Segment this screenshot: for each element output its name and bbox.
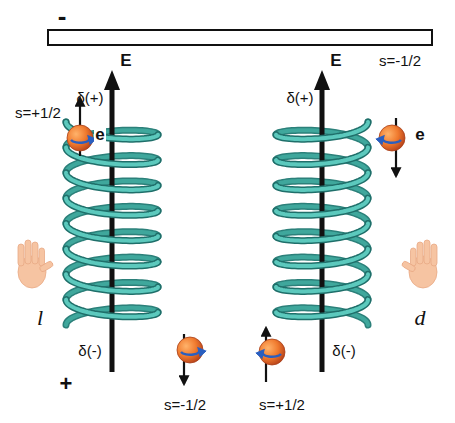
helix-coil bbox=[66, 224, 158, 241]
polarity-sign: - bbox=[58, 3, 67, 29]
helix-coil bbox=[66, 300, 158, 317]
electron bbox=[177, 337, 203, 363]
helix-coil bbox=[66, 249, 158, 266]
helix-coil bbox=[276, 147, 368, 164]
helix-coil bbox=[66, 300, 158, 317]
helix-coil bbox=[276, 224, 368, 241]
helix-coil bbox=[276, 274, 368, 291]
helix-coil bbox=[276, 173, 368, 190]
helix-coil bbox=[66, 274, 158, 291]
rotation-arrow bbox=[382, 137, 401, 143]
field-label: E bbox=[120, 52, 131, 69]
helix-coil bbox=[276, 274, 368, 291]
field-arrow bbox=[320, 86, 325, 372]
field-arrowhead bbox=[314, 70, 330, 90]
helix-coil bbox=[276, 300, 368, 317]
spin-label: s=-1/2 bbox=[164, 397, 206, 412]
helix-coil bbox=[276, 147, 368, 164]
spin-label: s=+1/2 bbox=[259, 397, 305, 412]
electron bbox=[67, 125, 93, 151]
charge-label: δ(+) bbox=[76, 90, 103, 105]
field-arrows bbox=[104, 70, 330, 372]
chirality-label: d bbox=[415, 307, 426, 329]
polarity-sign: + bbox=[60, 373, 73, 395]
helix-coil bbox=[276, 224, 368, 241]
electron-label: e bbox=[415, 126, 424, 143]
spin-label: s=+1/2 bbox=[15, 105, 61, 120]
helix-coil bbox=[66, 274, 158, 291]
helix-coil bbox=[276, 173, 368, 190]
electron bbox=[259, 339, 285, 365]
spin-label: s=-1/2 bbox=[379, 53, 421, 68]
helix-coil bbox=[66, 173, 158, 190]
electrode-plate bbox=[48, 30, 432, 45]
helix-coil bbox=[276, 122, 368, 139]
electron-label: e bbox=[94, 126, 105, 143]
rotation-arrow bbox=[71, 137, 90, 143]
charge-label: δ(-) bbox=[332, 343, 355, 358]
electrons bbox=[67, 98, 405, 384]
helix-coil bbox=[276, 249, 368, 266]
rotation-arrow bbox=[262, 351, 281, 357]
helix-coil bbox=[66, 198, 158, 215]
field-arrow bbox=[110, 86, 115, 372]
helix-coil bbox=[66, 224, 158, 241]
helix-coil bbox=[66, 249, 158, 266]
hand-icons bbox=[18, 240, 437, 288]
helix-coil bbox=[276, 198, 368, 215]
charge-label: δ(-) bbox=[78, 343, 101, 358]
field-arrowhead bbox=[104, 70, 120, 90]
helix-front bbox=[66, 122, 368, 317]
rotation-arrow bbox=[181, 349, 200, 355]
helix-coil bbox=[276, 198, 368, 215]
chirality-label: l bbox=[37, 307, 43, 329]
field-label: E bbox=[330, 52, 341, 69]
helix-coil bbox=[66, 173, 158, 190]
helix-coil bbox=[276, 300, 368, 317]
helix-coil bbox=[276, 249, 368, 266]
helix-coil bbox=[66, 198, 158, 215]
electron bbox=[379, 125, 405, 151]
helix-coil bbox=[276, 122, 368, 139]
charge-label: δ(+) bbox=[286, 90, 313, 105]
